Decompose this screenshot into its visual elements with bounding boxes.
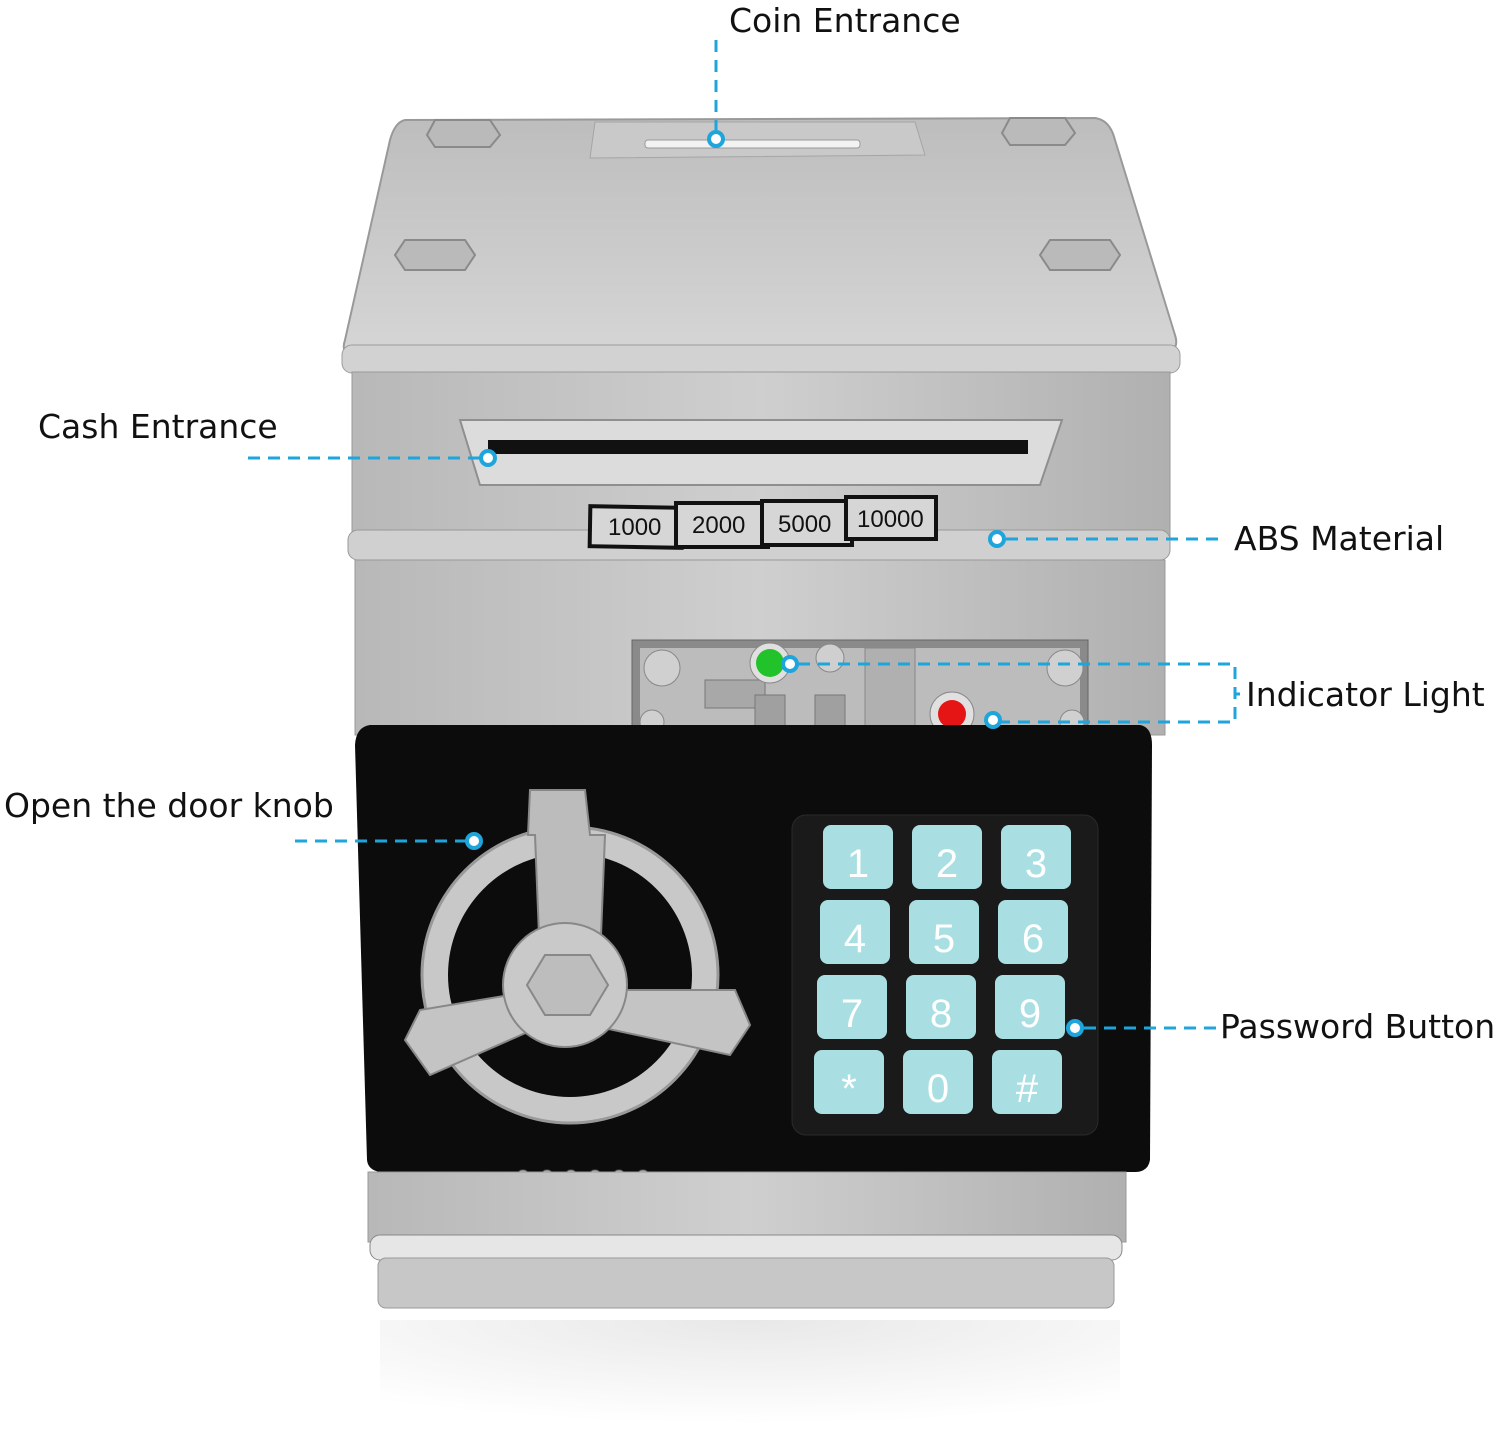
key-3[interactable]: 3: [1001, 825, 1071, 889]
key-6[interactable]: 6: [998, 900, 1068, 964]
key-cap: [903, 1050, 973, 1114]
key-label: 6: [1022, 917, 1044, 961]
key-cap: [998, 900, 1068, 964]
key-cap: [995, 975, 1065, 1039]
coin-slot: [644, 139, 861, 149]
key-label: 8: [930, 992, 952, 1036]
key-cap: [906, 975, 976, 1039]
key-8[interactable]: 8: [906, 975, 976, 1039]
key-label: 3: [1025, 842, 1047, 886]
key-4[interactable]: 4: [820, 900, 890, 964]
key-cap: [817, 975, 887, 1039]
key-1[interactable]: 1: [823, 825, 893, 889]
key-cap: [992, 1050, 1062, 1114]
key-7[interactable]: 7: [817, 975, 887, 1039]
key-2[interactable]: 2: [912, 825, 982, 889]
key-hash[interactable]: #: [992, 1050, 1062, 1114]
green-indicator-light: [756, 649, 784, 677]
key-label: 7: [841, 992, 863, 1036]
key-label: *: [841, 1067, 857, 1111]
key-label: 4: [844, 917, 866, 961]
denomination-10000: 10000: [857, 506, 924, 533]
key-5[interactable]: 5: [909, 900, 979, 964]
label-password-button: Password Button: [1220, 1007, 1496, 1046]
base: [367, 1171, 1127, 1309]
red-indicator-light: [938, 700, 966, 728]
key-cap: [823, 825, 893, 889]
key-cap: [814, 1050, 884, 1114]
denomination-1000: 1000: [608, 514, 661, 541]
key-cap: [912, 825, 982, 889]
door-knob[interactable]: [403, 789, 752, 1125]
callout-dots: [465, 130, 1084, 1037]
denomination-2000: 2000: [692, 512, 745, 539]
key-label: 2: [936, 842, 958, 886]
lid-bolts: [393, 117, 1122, 271]
key-0[interactable]: 0: [903, 1050, 973, 1114]
key-9[interactable]: 9: [995, 975, 1065, 1039]
label-door-knob: Open the door knob: [4, 786, 334, 825]
key-star[interactable]: *: [814, 1050, 884, 1114]
key-cap: [1001, 825, 1071, 889]
lid: [341, 116, 1181, 374]
key-cap: [909, 900, 979, 964]
label-coin-entrance: Coin Entrance: [729, 1, 961, 40]
key-label: #: [1016, 1067, 1039, 1111]
callout-lines: [248, 40, 1240, 1030]
keypad: 1 2 3 4 5 6 7 8 9 * 0 #: [814, 825, 1071, 1114]
key-label: 1: [847, 842, 869, 886]
label-abs-material: ABS Material: [1234, 519, 1445, 558]
label-indicator-light: Indicator Light: [1246, 675, 1485, 714]
key-cap: [820, 900, 890, 964]
denomination-labels: 1000 2000 5000 10000: [587, 495, 938, 550]
key-label: 9: [1019, 992, 1041, 1036]
key-label: 0: [927, 1067, 949, 1111]
label-cash-entrance: Cash Entrance: [38, 407, 278, 446]
key-label: 5: [933, 917, 955, 961]
denomination-5000: 5000: [778, 511, 831, 538]
cash-slot: [488, 440, 1028, 454]
reflection: [380, 1320, 1120, 1450]
